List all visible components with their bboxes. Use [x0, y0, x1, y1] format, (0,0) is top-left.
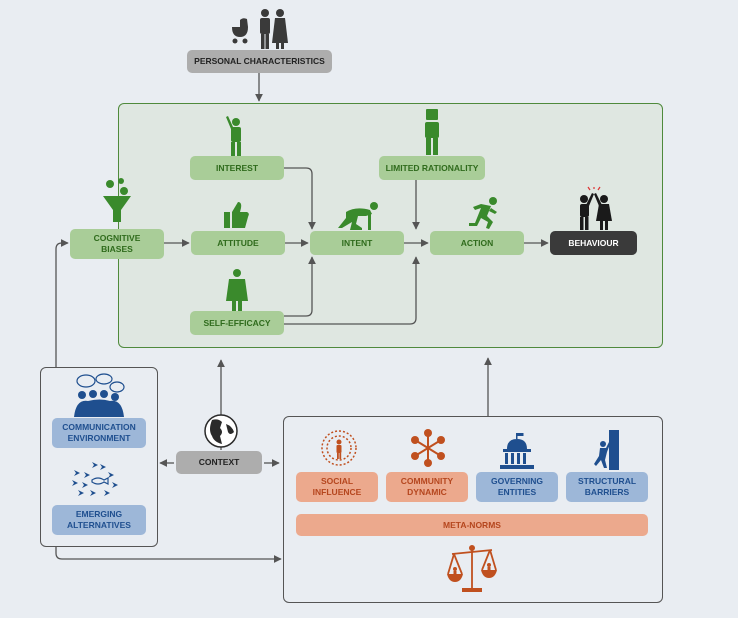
communication-environment-box: COMMUNICATION ENVIRONMENT	[52, 418, 146, 448]
high-five-icon	[580, 186, 612, 230]
government-building-icon	[500, 433, 534, 469]
fish-school-icon	[72, 462, 118, 496]
social-influence-box: SOCIAL INFLUENCE	[296, 472, 378, 502]
action-box: ACTION	[430, 231, 524, 255]
interest-box: INTEREST	[190, 156, 284, 180]
arrow-interest-to-intent	[284, 167, 316, 230]
balance-scale-icon	[447, 545, 497, 592]
arrow-efficacy-to-intent	[284, 256, 316, 317]
emerging-alternatives-box: EMERGING ALTERNATIVES	[52, 505, 146, 535]
thumbs-up-icon	[224, 202, 249, 228]
arrow-bottom-to-social	[55, 547, 282, 563]
running-person-icon	[469, 197, 497, 229]
individual-factors-frame	[40, 367, 158, 547]
meta-norms-box: META-NORMS	[296, 514, 648, 536]
personal-characteristics-box: PERSONAL CHARACTERISTICS	[187, 50, 332, 73]
family-icon	[232, 9, 288, 49]
intent-box: INTENT	[310, 231, 404, 255]
arrow-efficacy-to-action	[284, 256, 420, 325]
limited-rationality-box: LIMITED RATIONALITY	[379, 156, 485, 180]
speech-crowd-icon	[74, 373, 125, 417]
arrow-left-to-biases	[55, 239, 69, 367]
attitude-box: ATTITUDE	[191, 231, 285, 255]
governing-entities-box: GOVERNING ENTITIES	[476, 472, 558, 502]
globe-icon	[204, 414, 238, 448]
structural-barriers-box: STRUCTURAL BARRIERS	[566, 472, 648, 502]
cognitive-biases-box: COGNITIVE BIASES	[70, 229, 164, 259]
behaviour-box: BEHAVIOUR	[550, 231, 637, 255]
behaviour-model-frame	[118, 103, 663, 348]
context-box: CONTEXT	[176, 451, 262, 474]
community-dynamic-box: COMMUNITY DYNAMIC	[386, 472, 468, 502]
pointing-person-icon	[226, 116, 241, 156]
climbing-wall-icon	[594, 430, 619, 470]
crouching-runner-icon	[338, 202, 378, 230]
social-factors-frame	[283, 416, 663, 603]
person-in-cape-icon	[226, 269, 248, 311]
connected-people-icon	[411, 429, 445, 467]
radiating-person-icon	[321, 430, 357, 466]
person-with-head-box-icon	[425, 109, 439, 155]
funnel-info-icon	[103, 178, 131, 222]
self-efficacy-box: SELF-EFFICACY	[190, 311, 284, 335]
